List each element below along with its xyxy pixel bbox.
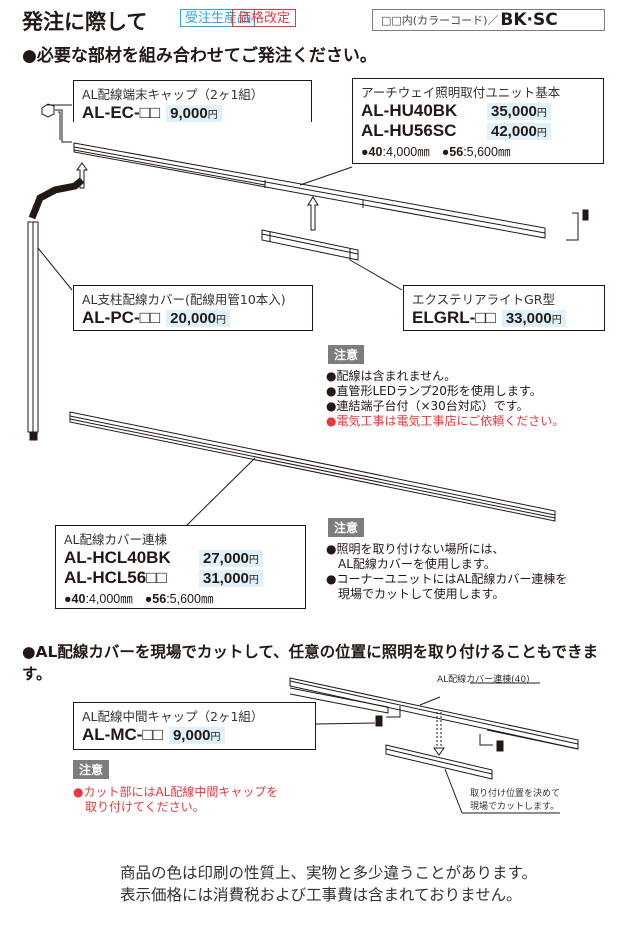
price-revised-tag: 価格改定 [232,9,296,27]
product-code: ELGRL-□□ [412,308,496,327]
color-codes: BK·SC [500,10,558,30]
product-name: アーチウェイ照明取付ユニット基本 [361,85,561,100]
product-price: 31,000円 [199,570,263,587]
product-code: AL-HU56SC [361,121,457,140]
caution-badge: 注意 [73,760,110,779]
product-name: エクステリアライトGR型 [412,292,555,307]
product-price: 42,000円 [487,123,551,140]
product-code: AL-HU40BK [361,101,458,120]
product-box-middle-cap: AL配線中間キャップ（2ヶ1組） AL-MC-□□ 9,000円 [73,702,316,750]
caution-item: ●照明を取り付けない場所には、 [326,542,505,556]
product-code: AL-HCL40BK [64,548,171,567]
product-code: AL-PC-□□ [82,308,161,327]
caution-item-warning: 取り付けてください。 [73,800,205,814]
product-code: AL-HCL56□□ [64,568,167,587]
product-box-exterior-light: エクステリアライトGR型 ELGRL-□□ 33,000円 [403,285,605,331]
product-name: AL支柱配線カバー(配線用管10本入) [82,292,286,307]
product-price: 20,000円 [166,310,231,327]
caution-badge: 注意 [328,518,365,537]
product-price: 9,000円 [168,727,225,744]
caution-item: ●配線は含まれません。 [326,369,457,383]
caution-badge: 注意 [328,345,365,364]
caution-item: ●直管形LEDランプ20形を使用します。 [326,384,542,398]
caution-item-warning: ●カット部にはAL配線中間キャップを [73,785,279,799]
made-to-order-tag: 受注生産品 [180,9,256,27]
caution-list-3: ●カット部にはAL配線中間キャップを 取り付けてください。 [73,785,278,815]
caution-item-warning: ●電気工事は電気工事店にご依頼ください。 [326,414,565,428]
product-price: 35,000円 [487,103,551,120]
section2-heading: ●AL配線カバーを現場でカットして、任意の位置に照明を取り付けることもできます。 [22,643,599,683]
footer-line: 表示価格には消費税および工事費は含まれておりません。 [120,886,522,904]
product-code: AL-MC-□□ [82,725,163,744]
length-spec: ●40:4,000㎜ ●56:5,600㎜ [64,592,214,606]
caution-item: ●連結端子台付（×30台対応）です。 [326,399,529,413]
order-instruction: ●必要な部材を組み合わせてご発注ください。 [22,46,377,66]
product-code: AL-EC-□□ [82,103,161,122]
length-spec: ●40:4,000㎜ ●56:5,600㎜ [361,145,511,159]
color-code-legend: □□内(カラーコード)／ BK·SC [372,9,605,31]
page-title: 発注に際して [22,10,148,34]
caution-item: AL配線カバーを使用します。 [326,557,496,571]
footer-notes: 商品の色は印刷の性質上、実物と多少違うことがあります。 表示価格には消費税および… [120,862,537,906]
product-price: 27,000円 [199,550,263,567]
caution-item: 現場でカットして使用します。 [326,587,505,601]
color-code-label: □□内(カラーコード)／ [381,14,499,27]
product-name: AL配線中間キャップ（2ヶ1組） [82,709,264,724]
product-name: AL配線カバー連棟 [64,532,168,547]
caution-item: ●コーナーユニットにはAL配線カバー連棟を [326,572,568,586]
diagram-label-cover: AL配線カバー連棟(40) [437,675,530,685]
product-name: AL配線端末キャップ（2ヶ1組） [82,87,264,102]
caution-list-1: ●配線は含まれません。 ●直管形LEDランプ20形を使用します。 ●連結端子台付… [326,369,564,429]
product-price: 9,000円 [166,105,222,122]
product-box-wiring-cover: AL配線カバー連棟 AL-HCL40BK 27,000円 AL-HCL56□□ … [55,525,306,609]
diagram-label-cut: 取り付け位置を決めて 現場でカットします。 [470,789,561,812]
caution-list-2: ●照明を取り付けない場所には、 AL配線カバーを使用します。 ●コーナーユニット… [326,542,567,602]
product-box-lighting-unit: アーチウェイ照明取付ユニット基本 AL-HU40BK 35,000円 AL-HU… [352,78,604,164]
footer-line: 商品の色は印刷の性質上、実物と多少違うことがあります。 [120,864,537,882]
product-price: 33,000円 [501,310,566,327]
product-box-pole-cover: AL支柱配線カバー(配線用管10本入) AL-PC-□□ 20,000円 [73,285,313,331]
product-box-end-cap: AL配線端末キャップ（2ヶ1組） AL-EC-□□ 9,000円 [73,80,312,122]
